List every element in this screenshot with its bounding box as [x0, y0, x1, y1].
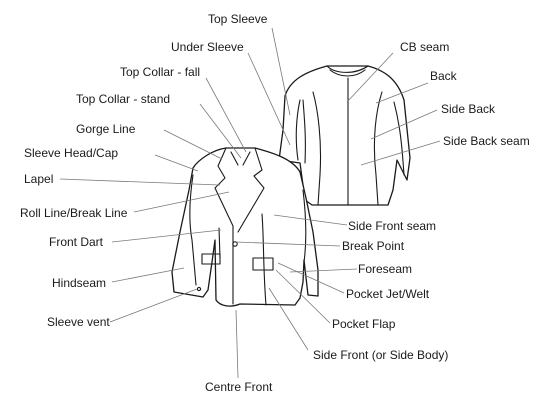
break-point-button [232, 241, 238, 247]
sleeve-vent-button [196, 286, 202, 292]
label-hindseam: Hindseam [52, 276, 107, 290]
label-lapel: Lapel [24, 172, 54, 186]
leader-gorge-line [163, 129, 223, 160]
back-side-seam-left [312, 91, 322, 206]
leader-side-front-seam [273, 214, 348, 226]
back-left-sleeve-seam [295, 99, 306, 164]
leader-top-collar-fall [205, 77, 247, 153]
leader-side-front [268, 287, 309, 351]
label-break-point: Break Point [342, 239, 405, 253]
leader-cb-seam [346, 52, 394, 103]
jacket-front-view [171, 147, 319, 307]
jacket-back-view [278, 65, 411, 206]
label-top-sleeve: Top Sleeve [208, 12, 268, 26]
label-top-collar-stand: Top Collar - stand [76, 92, 171, 106]
leader-under-sleeve [247, 52, 291, 146]
pocket-flap-left [201, 253, 221, 265]
leader-side-back-seam [360, 140, 441, 166]
leader-side-back [370, 109, 438, 140]
pocket-flap-right [252, 257, 274, 271]
front-collar-lapel-right [237, 147, 265, 233]
label-top-collar-fall: Top Collar - fall [120, 65, 201, 79]
label-roll-line: Roll Line/Break Line [20, 206, 128, 220]
back-body-outline [278, 65, 411, 206]
back-collar [326, 65, 369, 77]
back-side-seam-right [373, 91, 383, 206]
label-front-dart: Front Dart [49, 235, 104, 249]
leader-sleeve-vent [109, 288, 198, 323]
label-pocket-flap: Pocket Flap [332, 317, 396, 331]
label-sleeve-vent: Sleeve vent [47, 315, 110, 329]
front-left-sleeve-seam [189, 174, 197, 286]
label-centre-front: Centre Front [205, 380, 273, 394]
leader-pocket-flap [275, 269, 331, 324]
leader-break-point [235, 241, 341, 247]
label-side-front: Side Front (or Side Body) [313, 348, 449, 362]
leader-front-dart [111, 229, 222, 243]
label-side-back: Side Back [441, 102, 496, 116]
leader-centre-front [235, 309, 239, 379]
leader-pocket-jet [277, 262, 345, 294]
leader-top-sleeve [271, 27, 291, 116]
label-back: Back [430, 69, 457, 83]
front-dart-line [218, 227, 221, 259]
leader-foreseam [289, 268, 358, 273]
front-body-outline [171, 147, 319, 307]
label-pocket-jet: Pocket Jet/Welt [346, 287, 430, 301]
front-right-sleeve-seam [302, 189, 307, 263]
label-foreseam: Foreseam [358, 262, 413, 276]
label-cb-seam: CB seam [400, 40, 450, 54]
leader-sleeve-head [154, 154, 199, 172]
label-side-front-seam: Side Front seam [348, 219, 437, 233]
label-gorge-line: Gorge Line [76, 122, 136, 136]
label-sleeve-head: Sleeve Head/Cap [24, 146, 119, 160]
front-side-seam [261, 213, 267, 306]
front-collar-lapel-left [214, 147, 239, 227]
leader-top-collar-stand [199, 103, 242, 159]
leader-lines [59, 27, 441, 379]
back-right-sleeve-seam [393, 101, 405, 176]
label-side-back-seam: Side Back seam [443, 134, 530, 148]
leader-hindseam [111, 267, 185, 283]
leader-lapel [59, 178, 221, 186]
label-under-sleeve: Under Sleeve [171, 40, 244, 54]
leader-roll-line [133, 191, 230, 213]
leader-back [375, 82, 429, 104]
